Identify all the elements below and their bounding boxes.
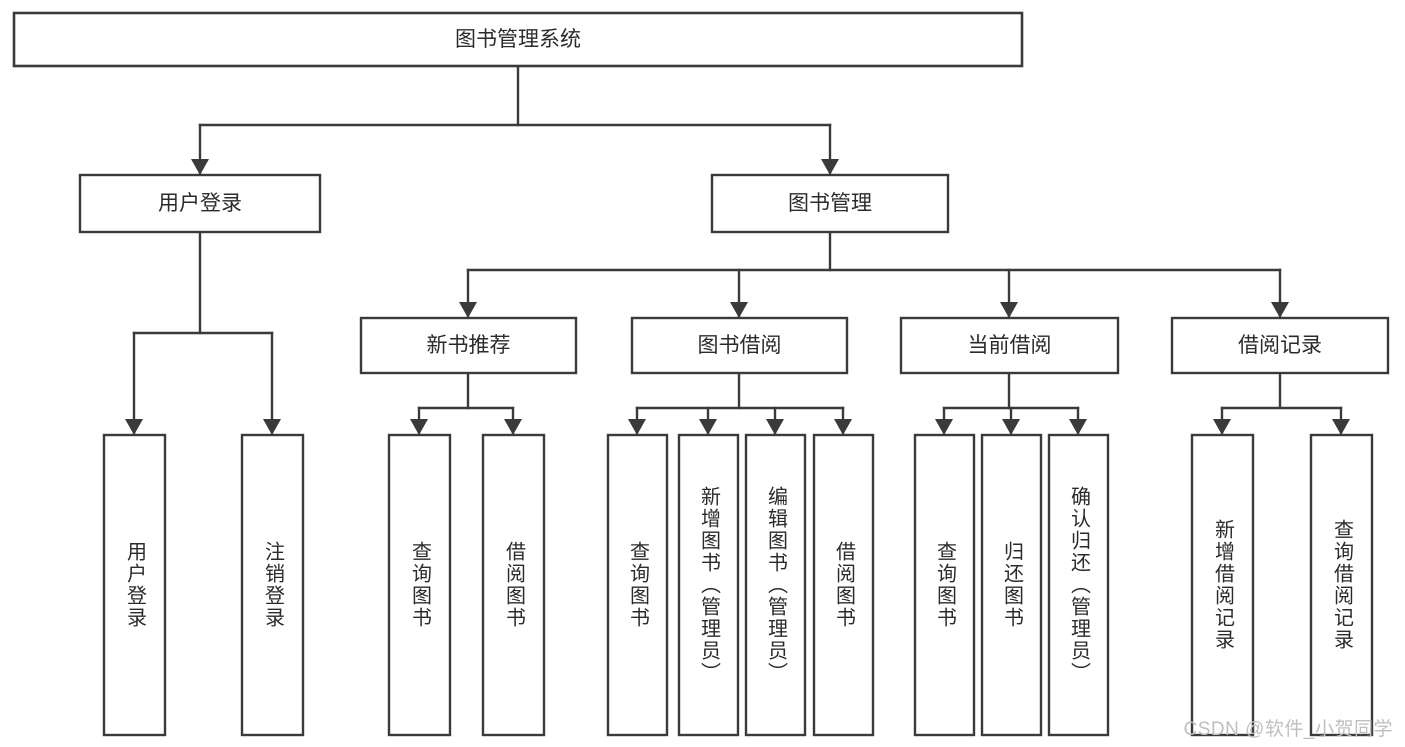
node-box-new-book-recommend[interactable] [359,316,578,375]
arrow-head-icon [1000,302,1018,318]
arrow-head-icon [1002,419,1020,435]
node-label-book-management: 图书管理 [788,192,872,215]
connector-lines [125,64,1350,435]
node-box-user-login[interactable] [78,173,322,234]
node-box-leaf-borrow-book-1[interactable] [481,433,546,737]
arrow-head-icon [1213,419,1231,435]
node-box-leaf-confirm-return-admin[interactable] [1047,433,1110,737]
arrow-head-icon [1069,419,1087,435]
csdn-watermark: CSDN @软件_小贺同学 [1183,719,1393,740]
node-box-leaf-return-book[interactable] [980,433,1043,737]
node-box-leaf-add-borrow-record[interactable] [1190,433,1255,737]
node-label-book-borrow: 图书借阅 [698,334,782,357]
arrow-head-icon [191,159,209,175]
arrow-head-icon [935,419,953,435]
node-box-current-borrow[interactable] [899,316,1120,375]
node-label-user-login: 用户登录 [158,192,242,215]
node-box-leaf-query-borrow-record[interactable] [1309,433,1374,737]
node-box-book-borrow[interactable] [630,316,849,375]
arrow-head-icon [628,419,646,435]
arrow-head-icon [730,302,748,318]
node-box-leaf-query-book-2[interactable] [606,433,669,737]
arrow-head-icon [504,419,522,435]
node-box-borrow-records[interactable] [1170,316,1390,375]
node-boxes [12,11,1390,737]
node-box-leaf-add-book-admin[interactable] [677,433,740,737]
node-label-new-book-recommend: 新书推荐 [427,334,511,357]
arrow-head-icon [699,419,717,435]
arrow-head-icon [1332,419,1350,435]
node-box-leaf-edit-book-admin[interactable] [744,433,807,737]
arrow-head-icon [263,419,281,435]
arrow-head-icon [125,419,143,435]
node-box-leaf-logout[interactable] [240,433,305,737]
node-box-leaf-user-login[interactable] [102,433,167,737]
node-label-current-borrow: 当前借阅 [968,334,1052,357]
node-box-leaf-borrow-book-2[interactable] [812,433,875,737]
arrow-head-icon [459,302,477,318]
arrow-head-icon [821,159,839,175]
node-box-root[interactable] [12,11,1024,68]
arrow-head-icon [1271,302,1289,318]
arrow-head-icon [834,419,852,435]
node-box-book-management[interactable] [710,173,950,234]
node-box-leaf-query-book-1[interactable] [387,433,452,737]
arrow-head-icon [410,419,428,435]
node-label-root: 图书管理系统 [455,28,581,51]
arrow-head-icon [766,419,784,435]
node-label-borrow-records: 借阅记录 [1238,334,1322,357]
node-box-leaf-query-book-3[interactable] [913,433,976,737]
